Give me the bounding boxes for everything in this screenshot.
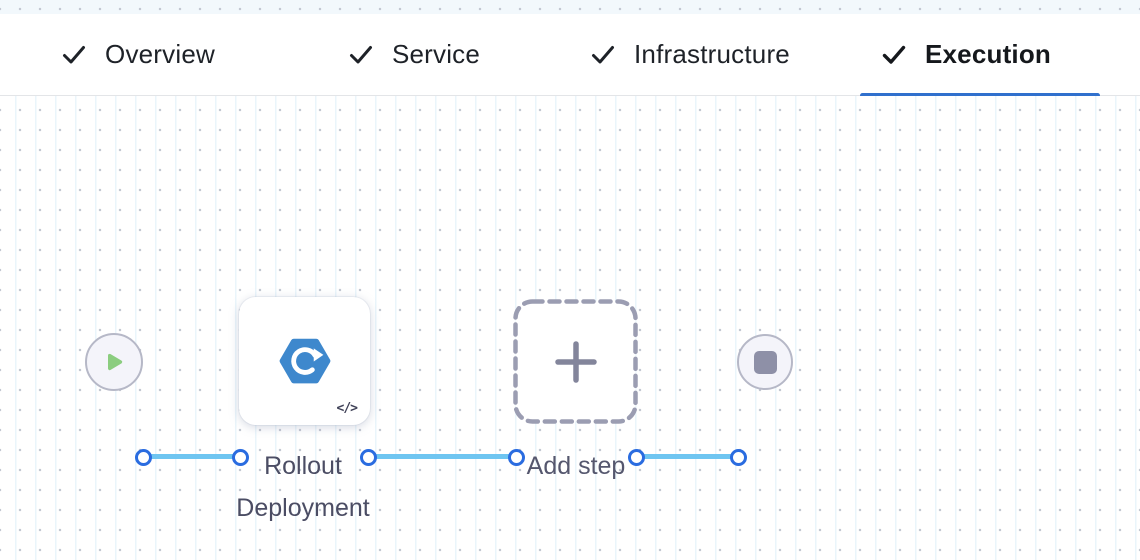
tab-infrastructure[interactable]: Infrastructure [552, 14, 828, 95]
connector-port[interactable] [134, 448, 152, 466]
pipeline-start-node[interactable] [85, 333, 143, 391]
tab-infrastructure-label: Infrastructure [634, 39, 790, 69]
stage-tabbar: Overview Service Infrastructure Executio… [0, 14, 1140, 98]
tab-execution[interactable]: Execution [828, 14, 1104, 98]
connector-port[interactable] [231, 448, 249, 466]
connector-port[interactable] [627, 448, 645, 466]
step-label-add-step[interactable]: Add step [526, 452, 626, 480]
stop-icon [753, 350, 777, 374]
connector-line [143, 454, 240, 459]
step-node-rollout-deployment[interactable]: </> [239, 297, 370, 425]
connector-port[interactable] [729, 448, 747, 466]
step-label-rollout-deployment: Rollout Deployment [236, 452, 370, 522]
tab-execution-label: Execution [924, 39, 1052, 69]
connector-port[interactable] [359, 448, 377, 466]
check-icon [882, 45, 906, 64]
tab-service-label: Service [391, 39, 481, 69]
connector-line [636, 454, 738, 459]
execution-graph-canvas[interactable]: </> Rollout Deployment Add step [0, 96, 1140, 560]
k8s-rollout-icon [279, 338, 330, 384]
check-icon [349, 45, 372, 63]
tab-overview-label: Overview [105, 39, 215, 69]
code-view-icon[interactable]: </> [336, 401, 359, 416]
canvas-top-strip [0, 0, 1140, 14]
add-step-node[interactable] [513, 299, 638, 424]
tab-service[interactable]: Service [276, 14, 552, 95]
tab-overview[interactable]: Overview [0, 14, 276, 95]
check-icon [63, 45, 86, 63]
pipeline-end-node[interactable] [737, 334, 793, 390]
check-icon [592, 45, 614, 63]
connector-port[interactable] [507, 448, 525, 466]
active-tab-underline [860, 93, 1100, 98]
plus-icon [554, 340, 597, 383]
play-icon [108, 353, 123, 371]
connector-line [368, 454, 516, 459]
